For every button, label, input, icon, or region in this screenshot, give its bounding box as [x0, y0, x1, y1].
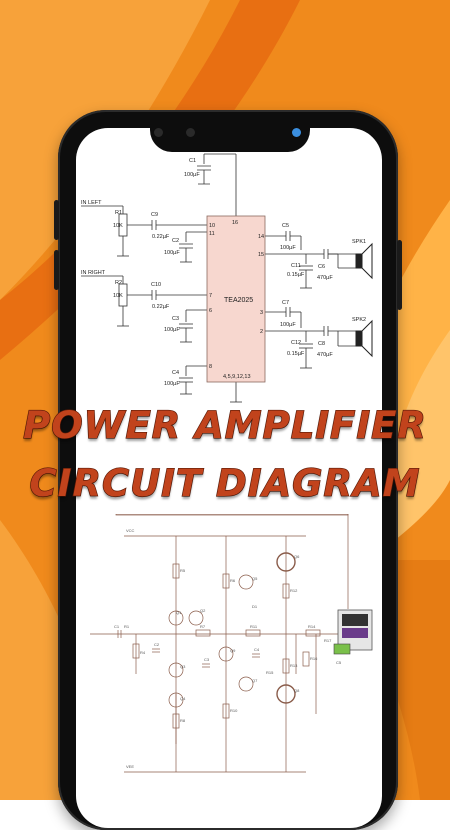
- q4-label: Q4: [180, 696, 186, 701]
- r10-label: R10: [230, 708, 238, 713]
- c8-label: C8: [318, 341, 325, 347]
- c12-value: 0.15µF: [287, 351, 305, 357]
- c11-label: C11: [291, 263, 301, 269]
- ic-name: TEA2025: [224, 297, 253, 304]
- pin-14: 14: [258, 234, 264, 240]
- ic-tea2025: [206, 215, 266, 383]
- c5-value: 100µF: [280, 245, 296, 251]
- c2-bottom-label: C2: [154, 642, 160, 647]
- r16-label: R16: [310, 656, 318, 661]
- c10-label: C10: [151, 282, 161, 288]
- r12-label: R12: [290, 588, 298, 593]
- r4-label: R4: [140, 650, 146, 655]
- r1-label: R1: [115, 210, 122, 216]
- pin-15: 15: [258, 252, 264, 258]
- c2-value: 100µF: [164, 250, 180, 256]
- pin-6: 6: [209, 308, 212, 314]
- q9-label: Q9: [230, 648, 236, 653]
- r13-label: R13: [290, 663, 298, 668]
- q8-label: Q8: [294, 688, 300, 693]
- transistor-amp-schematic: Q1 Q2 Q3 Q4 Q5 Q6 Q7 Q8 Q9 R1 R4 R5 R6 R…: [90, 514, 373, 773]
- c3-bottom-label: C3: [204, 657, 210, 662]
- q1-label: Q1: [176, 610, 182, 615]
- c4-value: 100µF: [164, 381, 180, 387]
- c1-label: C1: [189, 158, 196, 164]
- phone-notch: [150, 120, 310, 152]
- r2-value: 10K: [113, 293, 123, 299]
- r11-label: R11: [250, 624, 258, 629]
- r8-label: R8: [180, 718, 186, 723]
- phone-screen: TEA2025 4,5,9,12,13 16 10 11 7 6 8 14 15…: [76, 128, 382, 828]
- c9-label: C9: [151, 212, 158, 218]
- phone-power-button: [397, 240, 402, 310]
- c2-label: C2: [172, 238, 179, 244]
- c4-bottom-label: C4: [254, 647, 260, 652]
- q2-label: Q2: [200, 608, 206, 613]
- c1-bottom-label: C1: [114, 624, 120, 629]
- c3-value: 100µF: [164, 327, 180, 333]
- camera-icon: [154, 128, 163, 137]
- sensor-icon: [186, 128, 195, 137]
- c1-value: 100µF: [184, 172, 200, 178]
- c3-label: C3: [172, 316, 179, 322]
- c5-bottom-label: C5: [336, 660, 342, 665]
- in-left-label: IN LEFT: [81, 200, 102, 206]
- phone-side-button: [54, 200, 59, 240]
- c7-value: 100µF: [280, 322, 296, 328]
- r17-label: R17: [324, 638, 332, 643]
- c8-value: 470µF: [317, 352, 333, 358]
- tea2025-schematic: TEA2025 4,5,9,12,13 16 10 11 7 6 8 14 15…: [81, 153, 373, 403]
- vcc-label: VCC: [126, 528, 135, 533]
- r15-label: R15: [266, 670, 274, 675]
- c11-value: 0.15µF: [287, 272, 305, 278]
- pin-8: 8: [209, 364, 212, 370]
- pin-10: 10: [209, 223, 215, 229]
- vee-label: VEE: [126, 764, 134, 769]
- phone-volume-button: [54, 250, 59, 290]
- r1-bottom-label: R1: [124, 624, 130, 629]
- in-right-label: IN RIGHT: [81, 270, 106, 276]
- ic-bottom-pins: 4,5,9,12,13: [223, 374, 251, 380]
- spk1-label: SPK1: [352, 239, 366, 245]
- c6-label: C6: [318, 264, 325, 270]
- r5-label: R5: [180, 568, 186, 573]
- front-camera-icon: [292, 128, 301, 137]
- pin-11: 11: [209, 231, 215, 237]
- q3-label: Q3: [180, 664, 186, 669]
- c7-label: C7: [282, 300, 289, 306]
- r6-label: R6: [230, 578, 236, 583]
- headline-line-2: CIRCUIT DIAGRAM: [29, 461, 421, 505]
- q5-label: Q5: [252, 576, 258, 581]
- d1-label: D1: [252, 604, 258, 609]
- c6-value: 470µF: [317, 275, 333, 281]
- pin-7: 7: [209, 293, 212, 299]
- pin-2: 2: [260, 329, 263, 335]
- c5-label: C5: [282, 223, 289, 229]
- pin-3: 3: [260, 310, 263, 316]
- pin-16: 16: [232, 220, 238, 226]
- spk2-label: SPK2: [352, 317, 366, 323]
- c9-value: 0.22µF: [152, 234, 170, 240]
- r2-label: R2: [115, 280, 122, 286]
- r14-label: R14: [308, 624, 316, 629]
- c4-label: C4: [172, 370, 179, 376]
- q7-label: Q7: [252, 678, 258, 683]
- r1-value: 10K: [113, 223, 123, 229]
- c12-label: C12: [291, 340, 301, 346]
- c10-value: 0.22µF: [152, 304, 170, 310]
- r7-label: R7: [200, 624, 206, 629]
- headline-line-1: POWER AMPLIFIER: [22, 403, 427, 447]
- meter-icon: [333, 643, 351, 655]
- q6-label: Q6: [294, 554, 300, 559]
